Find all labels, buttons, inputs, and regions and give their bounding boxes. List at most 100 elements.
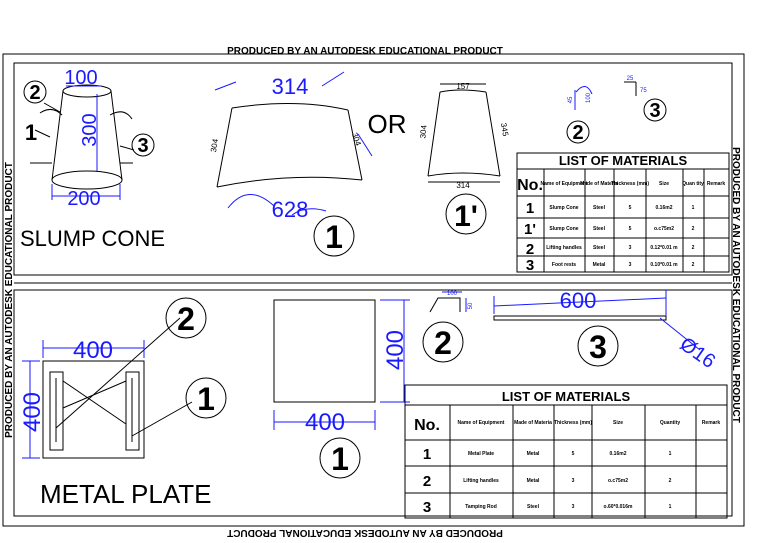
plate-callout-1: 1: [197, 381, 215, 417]
top-header-thickness: Thickness (mm): [611, 181, 649, 187]
table-cell: 3: [572, 478, 575, 484]
square-height-dimension: 400: [382, 330, 409, 370]
handle-dim-a: 45: [568, 96, 574, 103]
slump-cone-drawing: [30, 84, 135, 190]
top-materials-table: [516, 152, 730, 273]
rod-diameter-dimension: Ø16: [676, 333, 720, 373]
handle-dim-b: 100: [586, 92, 592, 103]
rod-number-circle: [577, 325, 619, 367]
or-text: OR: [368, 109, 407, 139]
table-cell: 2: [423, 473, 431, 490]
table-cell: 2: [669, 478, 672, 484]
table-cell: 1: [692, 205, 695, 211]
bottom-materials-rows: 1 Metal Plate Metal 5 0.16m2 1 2 Lifting…: [423, 446, 672, 516]
handle-sketch: [574, 86, 593, 110]
bottom-materials-table: [404, 384, 728, 519]
alt-development-drawing: [427, 83, 501, 183]
table-cell: 1': [524, 221, 536, 238]
top-materials-rows: 1 Slump Cone Steel 5 0.16m2 1 1' Slump C…: [524, 200, 695, 274]
foot-rest-sketch: [624, 81, 637, 96]
plate-height-dimension: 400: [19, 392, 46, 432]
bottom-handle-dim-b: 50: [468, 302, 474, 309]
plate-callout-1-circle: [185, 377, 227, 419]
foot-rest-dim-b: 75: [640, 88, 647, 94]
table-cell: Metal: [527, 478, 540, 484]
square-plate-drawing: [273, 299, 410, 430]
table-cell: 2: [692, 245, 695, 251]
bottom-header-thickness: Thickness (mm): [554, 420, 592, 426]
table-cell: 3: [423, 499, 431, 516]
development-side-left: 304: [209, 138, 220, 153]
table-cell: Lifting handles: [546, 245, 582, 251]
table-cell: 2: [526, 241, 534, 258]
bottom-handle-number-circle: [422, 321, 464, 363]
table-cell: Steel: [593, 205, 606, 211]
bottom-header-size: Size: [613, 420, 623, 426]
cone-callout-2: [23, 80, 47, 104]
table-cell: 1: [526, 200, 534, 217]
table-cell: o.60*0.016m: [604, 504, 633, 510]
table-cell: 0.16m2: [610, 451, 627, 457]
development-number: 1: [325, 219, 343, 255]
table-cell: 1: [423, 446, 431, 463]
table-cell: 0.12*0.01 m: [650, 245, 678, 251]
alt-development-number-circle: [445, 193, 487, 235]
cone-callout-3: [131, 133, 155, 157]
sheet-border: [2, 53, 745, 527]
svg-text:3: 3: [137, 135, 148, 157]
rod-length-dimension: 600: [560, 288, 597, 313]
bottom-header-no: No.: [414, 417, 440, 434]
alt-development-side-right: 345: [499, 122, 510, 137]
table-cell: Metal Plate: [468, 451, 494, 457]
table-cell: Steel: [527, 504, 540, 510]
cone-height-dimension: 300: [79, 113, 101, 146]
plate-callout-2: 2: [177, 301, 195, 337]
bottom-materials-title: LIST OF MATERIALS: [502, 389, 631, 404]
development-number-circle: [313, 215, 355, 257]
handle-number: 2: [572, 122, 583, 144]
development-bottom-arc: 628: [272, 197, 309, 222]
table-cell: 3: [572, 504, 575, 510]
watermark-right: PRODUCED BY AN AUTODESK EDUCATIONAL PROD…: [730, 147, 741, 423]
table-cell: 5: [629, 205, 632, 211]
handle-number-circle: [566, 120, 590, 144]
bottom-header-made: Made of Materia: [514, 420, 552, 426]
top-header-size: Size: [659, 181, 669, 187]
table-cell: 5: [629, 226, 632, 232]
metal-plate-label: METAL PLATE: [40, 479, 211, 509]
table-cell: 3: [629, 245, 632, 251]
tamping-rod-drawing: [493, 290, 701, 351]
bottom-handle-sketch: [429, 291, 467, 313]
top-header-quantity: Quan tity: [682, 181, 704, 187]
table-cell: Foot rests: [552, 262, 576, 268]
foot-rest-number-circle: [643, 98, 667, 122]
table-cell: Metal: [527, 451, 540, 457]
development-top-arc: 314: [272, 74, 309, 99]
table-cell: 0.10*0.01 m: [650, 262, 678, 268]
table-cell: 3: [629, 262, 632, 268]
square-width-dimension: 400: [305, 409, 345, 436]
development-side-right: 304: [350, 131, 363, 147]
table-cell: 3: [526, 257, 534, 274]
cone-callout-1: 1: [25, 120, 37, 145]
table-cell: o.c75m2: [608, 478, 628, 484]
top-header-made: Made of Materia: [580, 181, 618, 187]
top-panel-frame: [13, 62, 733, 276]
plate-width-dimension: 400: [73, 337, 113, 364]
table-cell: Slump Cone: [549, 205, 578, 211]
foot-rest-number: 3: [649, 100, 660, 122]
table-cell: 2: [692, 226, 695, 232]
alt-development-side-left: 304: [418, 124, 428, 139]
table-cell: Tamping Rod: [465, 504, 497, 510]
top-materials-title: LIST OF MATERIALS: [559, 153, 688, 168]
plate-callout-2-circle: [165, 297, 207, 339]
cone-development-drawing: [214, 71, 373, 216]
bottom-header-remark: Remark: [702, 420, 721, 426]
table-cell: 1: [669, 504, 672, 510]
bottom-header-name: Name of Equipment: [458, 420, 505, 426]
bottom-handle-number: 2: [434, 325, 452, 361]
top-header-no: No.: [517, 177, 543, 194]
cone-top-dimension: 100: [64, 67, 97, 89]
bottom-panel-frame: [13, 289, 733, 517]
